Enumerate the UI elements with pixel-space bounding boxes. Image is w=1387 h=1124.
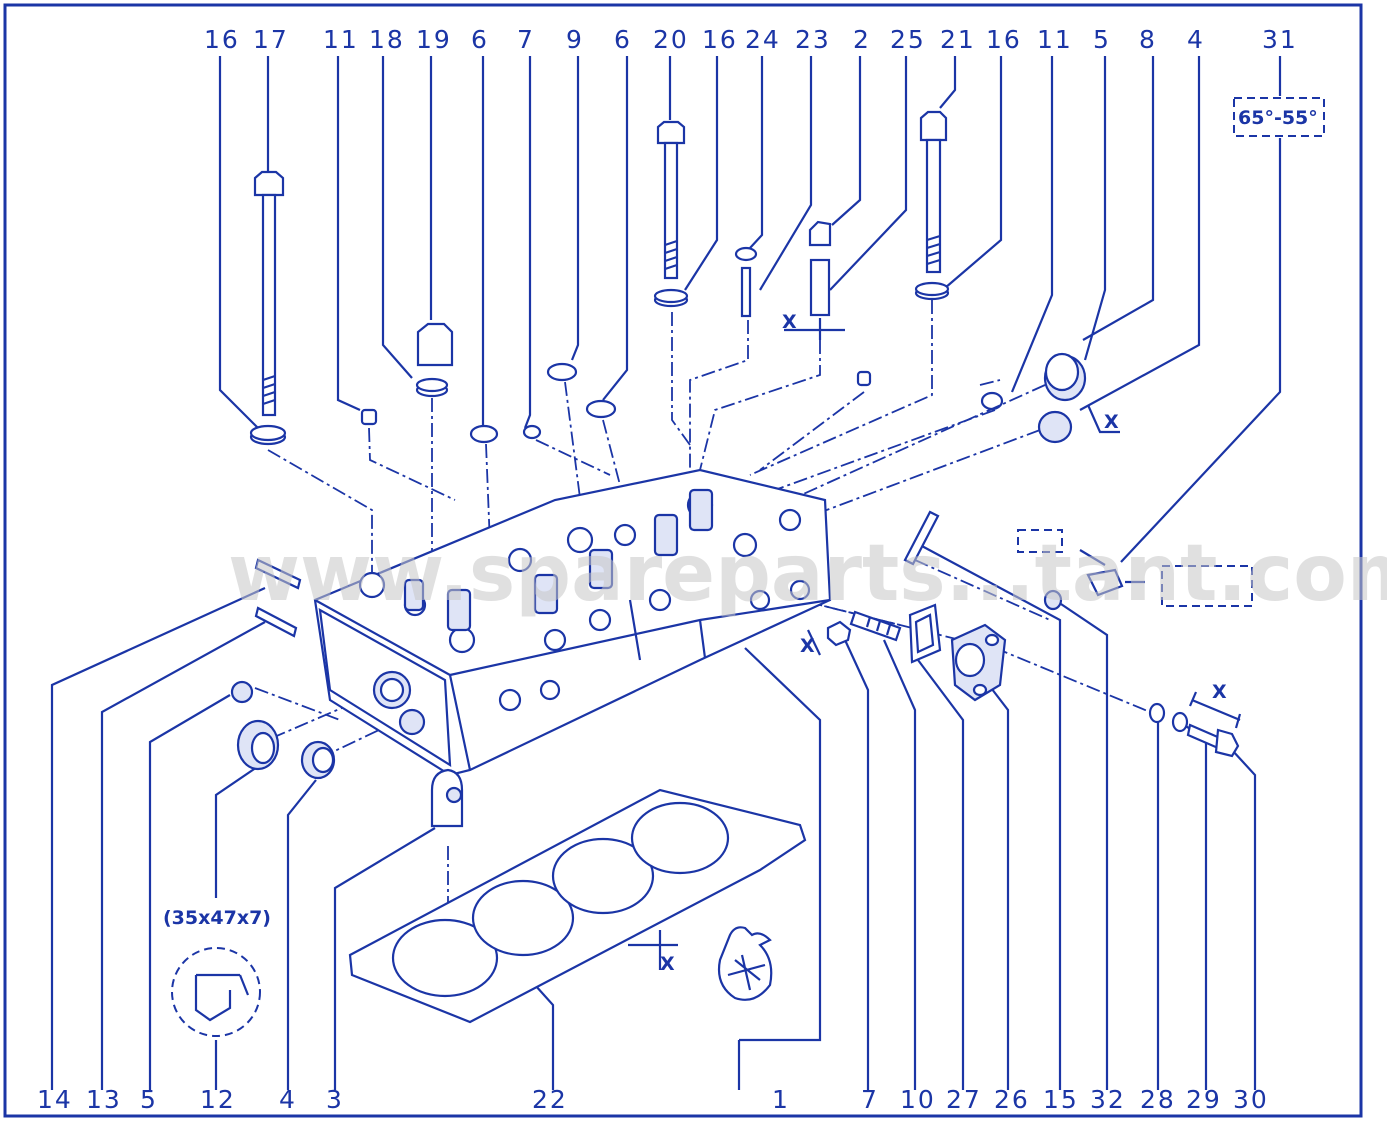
top-leader-lines	[218, 56, 1201, 429]
head-bolt-center	[653, 120, 689, 308]
bottom-label: 4	[279, 1085, 297, 1114]
plug-7	[522, 424, 542, 440]
parts-bag-icon	[717, 926, 773, 1001]
top-label: 19	[416, 25, 452, 54]
plug-11-left	[360, 408, 378, 426]
top-label: 25	[890, 25, 926, 54]
top-label: 24	[745, 25, 781, 54]
cap-19	[415, 322, 454, 398]
top-label: 18	[369, 25, 405, 54]
angle-spec-box: 65°-55°	[1120, 56, 1325, 563]
watermark: www.spareparts...tant.com	[228, 529, 1387, 619]
top-label: 6	[614, 25, 632, 54]
cap-4	[1037, 410, 1073, 444]
bottom-label: 26	[994, 1085, 1030, 1114]
water-outlet-26	[950, 623, 1007, 702]
bottom-label: 12	[200, 1085, 236, 1114]
plug-3	[430, 768, 464, 828]
bottom-label: 1	[772, 1085, 790, 1114]
svg-text:X: X	[782, 311, 797, 333]
dowel-15	[903, 510, 940, 566]
cup-9	[546, 362, 578, 382]
head-bolt-left	[249, 170, 287, 446]
bottom-label: 5	[140, 1085, 158, 1114]
cup-6-right	[585, 399, 617, 419]
oil-seal-12	[236, 719, 280, 771]
bottom-label: 30	[1233, 1085, 1269, 1114]
svg-text:X: X	[800, 635, 815, 657]
top-label: 11	[1037, 25, 1073, 54]
bottom-leader-lines	[50, 544, 1257, 1090]
svg-text:X: X	[1212, 681, 1227, 703]
washer-29	[1171, 711, 1189, 733]
bush-4	[300, 740, 336, 780]
top-label: 7	[517, 25, 535, 54]
top-label: 9	[566, 25, 584, 54]
stud-14	[254, 558, 302, 590]
bottom-label: 29	[1186, 1085, 1222, 1114]
top-label: 16	[204, 25, 240, 54]
bottom-label: 14	[37, 1085, 73, 1114]
gasket-27	[908, 603, 942, 664]
pin-24-23	[734, 246, 758, 318]
top-label: 16	[702, 25, 738, 54]
top-label: 11	[323, 25, 359, 54]
cup-6-left	[469, 424, 499, 444]
top-label: 6	[471, 25, 489, 54]
top-label: 20	[653, 25, 689, 54]
sensor-31	[1017, 529, 1253, 607]
x-dim-stud: X	[782, 311, 845, 340]
top-label: 23	[795, 25, 831, 54]
top-label: 16	[986, 25, 1022, 54]
plug-11-right	[856, 370, 872, 387]
bottom-label: 22	[532, 1085, 568, 1114]
bottom-label: 3	[326, 1085, 344, 1114]
nut-7: X	[800, 620, 852, 657]
bottom-label: 10	[900, 1085, 936, 1114]
top-label: 21	[940, 25, 976, 54]
plug-5-bottom	[230, 680, 254, 704]
top-label: 8	[1139, 25, 1157, 54]
stud-10	[849, 610, 902, 642]
top-label: 5	[1093, 25, 1111, 54]
x-dim-cap: X	[1086, 404, 1120, 434]
svg-text:X: X	[660, 953, 675, 975]
svg-text:(35x47x7): (35x47x7)	[163, 907, 271, 929]
top-label: 31	[1262, 25, 1298, 54]
washer-28	[1148, 702, 1166, 724]
cylinder-head	[313, 468, 832, 777]
seal-detail: (35x47x7)	[163, 907, 271, 1037]
head-bolt-right	[914, 110, 950, 301]
cap-8	[1043, 352, 1087, 402]
head-gasket: X	[348, 788, 807, 1024]
svg-text:X: X	[1104, 411, 1119, 433]
bottom-label: 7	[861, 1085, 879, 1114]
washer-32	[1043, 589, 1063, 611]
top-label: 2	[853, 25, 871, 54]
diagram-frame	[3, 3, 1363, 1118]
stud-13	[254, 606, 298, 638]
top-label: 4	[1187, 25, 1205, 54]
svg-text:65°-55°: 65°-55°	[1238, 107, 1318, 129]
stud-2-25	[808, 220, 832, 317]
bolt-30: X	[1186, 681, 1242, 758]
bottom-label: 13	[86, 1085, 122, 1114]
top-label: 17	[253, 25, 289, 54]
